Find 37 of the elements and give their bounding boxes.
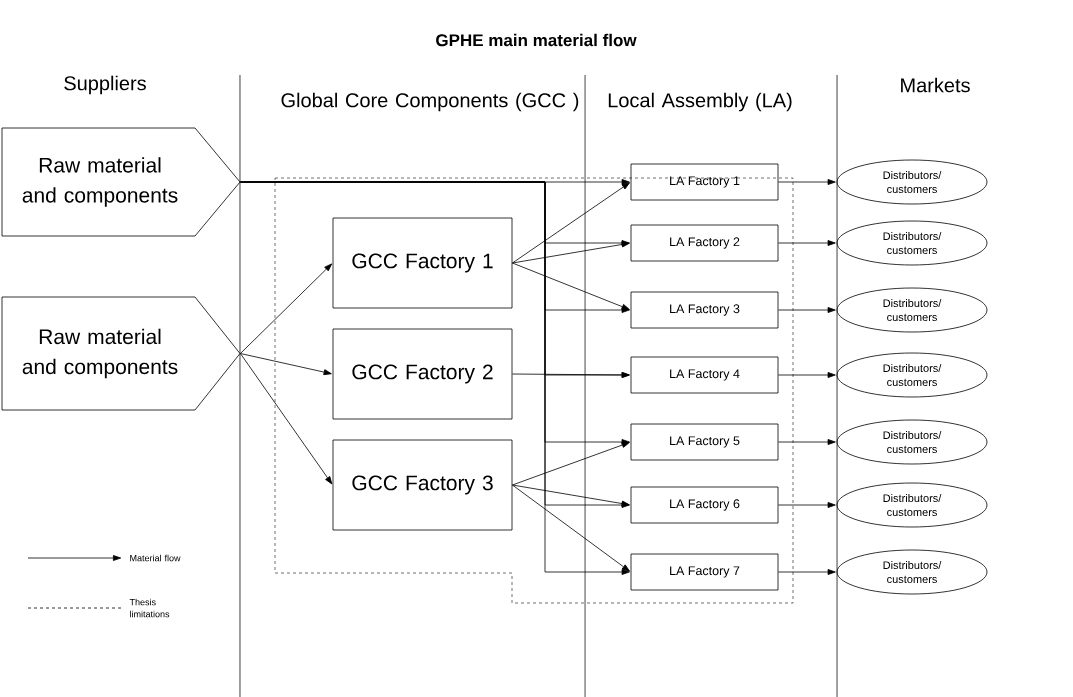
arrow	[512, 484, 630, 507]
factory-box: GCC Factory 1	[332, 217, 513, 309]
factory-box: LA Factory 7	[630, 553, 779, 591]
arrow	[778, 439, 836, 445]
factory-box: LA Factory 1	[630, 163, 779, 201]
legend-text: Thesis limitations	[129, 598, 170, 618]
arrow	[512, 442, 630, 486]
arrow	[778, 502, 836, 508]
arrow	[240, 263, 333, 354]
supplier-arrow-box: Raw material and components	[1, 296, 241, 411]
arrow	[512, 262, 630, 310]
factory-box: LA Factory 2	[630, 224, 779, 262]
column-heading: Global Core Components (GCC )	[281, 92, 579, 112]
factory-box: LA Factory 3	[630, 291, 779, 329]
arrow	[778, 240, 836, 246]
arrow	[778, 372, 836, 378]
column-heading: Markets	[901, 77, 970, 93]
column-heading: Suppliers	[64, 75, 146, 95]
supplier-arrow-box: Raw material and components	[1, 127, 241, 237]
arrow	[512, 484, 630, 572]
arrow	[512, 241, 630, 264]
factory-box: GCC Factory 2	[332, 328, 513, 420]
arrow	[240, 353, 333, 485]
factory-box: LA Factory 6	[630, 486, 779, 524]
title: GPHE main material flow	[436, 33, 637, 47]
factory-box: LA Factory 5	[630, 423, 779, 461]
factory-box: LA Factory 4	[630, 356, 779, 394]
arrow	[240, 353, 332, 376]
arrow	[778, 307, 836, 313]
arrow	[778, 569, 836, 575]
factory-box: GCC Factory 3	[332, 439, 513, 531]
arrow	[240, 181, 630, 575]
column-heading: Local Assembly (LA)	[608, 92, 792, 112]
arrow	[778, 179, 836, 185]
arrow	[512, 372, 630, 378]
legend-text: Material flow	[130, 554, 181, 562]
arrow	[512, 182, 630, 264]
